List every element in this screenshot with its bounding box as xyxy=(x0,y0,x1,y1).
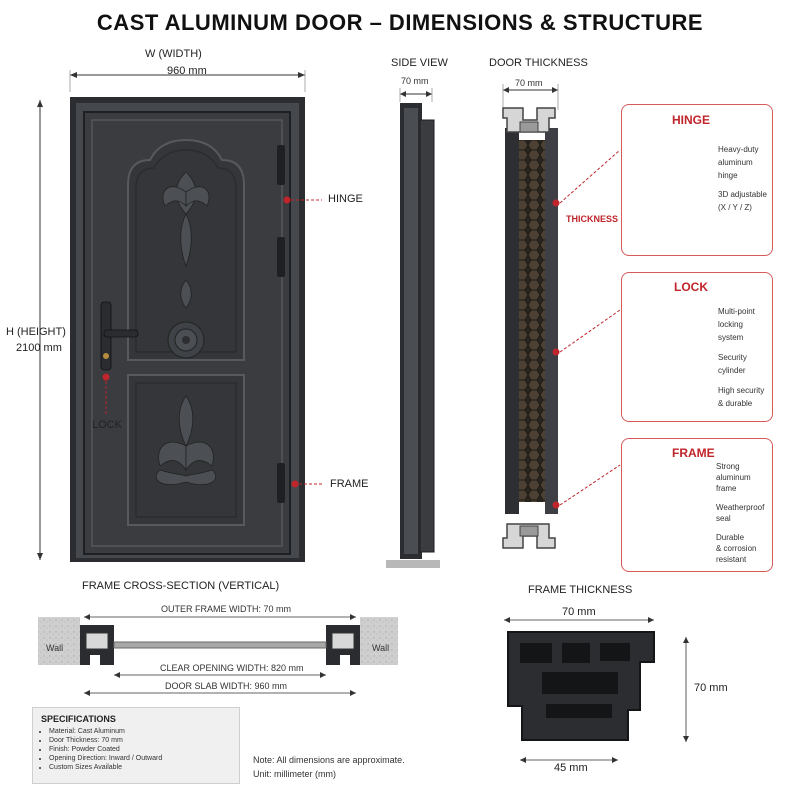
height-value: 2100 mm xyxy=(16,342,62,354)
spec-item: Finish: Powder Coated xyxy=(49,745,239,754)
side-view-title: SIDE VIEW xyxy=(391,57,448,69)
front-door-view xyxy=(37,70,322,562)
spec-item: Custom Sizes Available xyxy=(49,763,239,772)
frame-cross-section xyxy=(38,614,398,696)
side-view xyxy=(386,88,440,568)
hinge-detail-title: HINGE xyxy=(672,113,711,127)
door-thickness-view xyxy=(502,84,621,549)
clear-opening-width-label: CLEAR OPENING WIDTH: 820 mm xyxy=(160,663,304,673)
side-view-dimension: 70 mm xyxy=(401,76,429,86)
spec-item: Material: Cast Aluminum xyxy=(49,727,239,736)
lock-line-2: locking system xyxy=(718,320,744,342)
frame-detail-title: FRAME xyxy=(672,446,715,460)
wall-left-label: Wall xyxy=(46,643,64,653)
note-line-2: Unit: millimeter (mm) xyxy=(253,769,336,779)
frame-line-7: resistant xyxy=(716,555,747,564)
frame-line-4: seal xyxy=(716,514,731,523)
frame-thickness-profile xyxy=(504,617,689,763)
height-label: H (HEIGHT) xyxy=(6,326,66,338)
callout-thickness: THICKNESS xyxy=(566,214,619,224)
frame-line-1: Strong aluminum xyxy=(716,462,751,482)
frame-detail-text: Strong aluminum frame Weatherproof seal … xyxy=(716,461,771,565)
frame-thickness-title: FRAME THICKNESS xyxy=(528,584,633,596)
lock-line-6: & durable xyxy=(718,399,753,408)
lock-detail-box: LOCK Multi-point locking system Security… xyxy=(621,272,773,422)
spec-item: Opening Direction: Inward / Outward xyxy=(49,754,239,763)
note-line-1: Note: All dimensions are approximate. xyxy=(253,755,405,765)
hinge-detail-text: Heavy-duty aluminum hinge 3D adjustable … xyxy=(718,143,770,214)
frame-line-2: frame xyxy=(716,484,737,493)
specifications-title: SPECIFICATIONS xyxy=(41,714,116,724)
door-slab-width-label: DOOR SLAB WIDTH: 960 mm xyxy=(165,681,288,691)
hinge-line-3: hinge xyxy=(718,171,738,180)
lock-line-4: cylinder xyxy=(718,366,746,375)
frame-line-5: Durable xyxy=(716,533,745,542)
lock-line-3: Security xyxy=(718,353,747,362)
hinge-line-2: aluminum xyxy=(718,158,753,167)
hinge-line-5: (X / Y / Z) xyxy=(718,203,752,212)
lock-detail-text: Multi-point locking system Security cyli… xyxy=(718,305,770,410)
callout-lock: LOCK xyxy=(92,419,122,431)
frame-thickness-bottom: 45 mm xyxy=(554,762,588,774)
callout-frame: FRAME xyxy=(330,478,369,490)
specifications-list: Material: Cast Aluminum Door Thickness: … xyxy=(33,727,239,772)
frame-line-3: Weatherproof xyxy=(716,503,765,512)
frame-thickness-top: 70 mm xyxy=(562,606,596,618)
lock-detail-title: LOCK xyxy=(674,280,708,294)
hinge-line-4: 3D adjustable xyxy=(718,190,767,199)
width-value: 960 mm xyxy=(167,65,207,77)
hinge-detail-box: HINGE Heavy-duty aluminum hinge 3D adjus… xyxy=(621,104,773,256)
frame-thickness-right: 70 mm xyxy=(694,682,728,694)
spec-item: Door Thickness: 70 mm xyxy=(49,736,239,745)
lock-line-1: Multi-point xyxy=(718,307,755,316)
frame-line-6: & corrosion xyxy=(716,544,757,553)
width-label: W (WIDTH) xyxy=(145,48,202,60)
door-thickness-dimension: 70 mm xyxy=(515,78,543,88)
specifications-box: SPECIFICATIONS Material: Cast Aluminum D… xyxy=(32,707,240,784)
callout-hinge: HINGE xyxy=(328,193,363,205)
hinge-line-1: Heavy-duty xyxy=(718,145,759,154)
wall-right-label: Wall xyxy=(372,643,390,653)
outer-frame-width-label: OUTER FRAME WIDTH: 70 mm xyxy=(161,604,291,614)
page-title: CAST ALUMINUM DOOR – DIMENSIONS & STRUCT… xyxy=(96,10,704,35)
cross-section-title: FRAME CROSS-SECTION (VERTICAL) xyxy=(82,580,280,592)
frame-detail-box: FRAME Strong aluminum frame Weatherproof… xyxy=(621,438,773,572)
lock-line-5: High security xyxy=(718,386,765,395)
door-thickness-title: DOOR THICKNESS xyxy=(489,57,588,69)
